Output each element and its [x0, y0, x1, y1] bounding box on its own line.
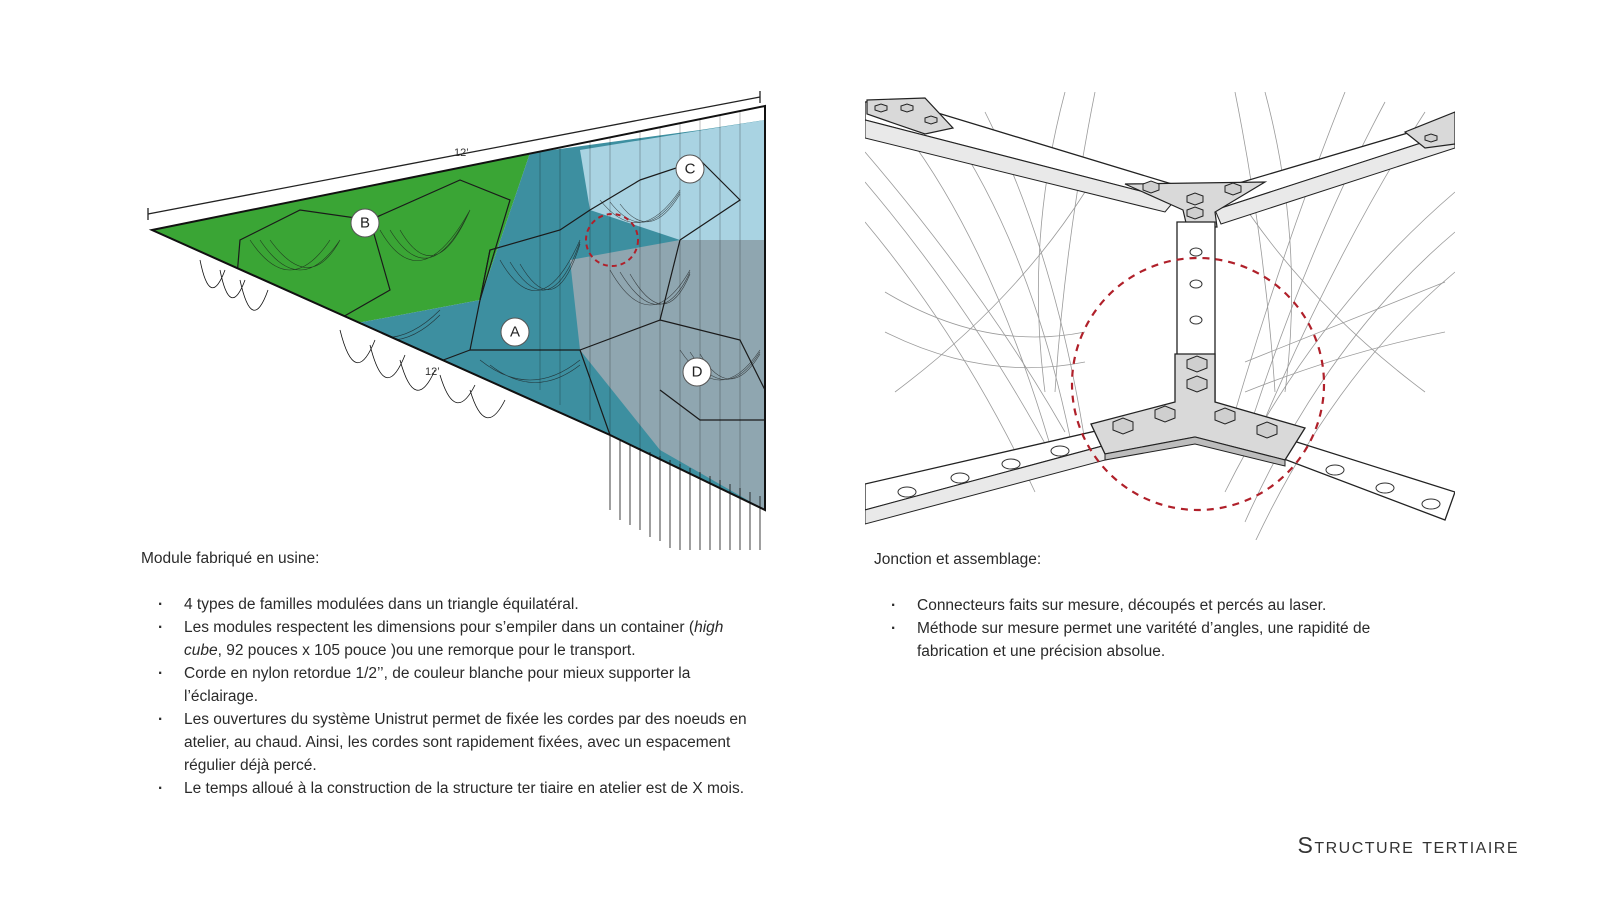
junction-highlight-circle: [1070, 256, 1326, 512]
gray-family-region: [570, 240, 765, 510]
hanging-rope-loops: [199, 259, 761, 550]
tag-a: A: [500, 317, 530, 347]
module-lower-edge: [151, 229, 611, 436]
left-caption: Module fabriqué en usine: 4 types de fam…: [141, 547, 761, 800]
detail-highlight-circle: [585, 213, 639, 267]
list-item: Corde en nylon retordue 1/2’’, de couleu…: [141, 662, 761, 708]
list-item: 4 types de familles modulées dans un tri…: [141, 593, 761, 616]
list-item: Connecteurs faits sur mesure, découpés e…: [874, 594, 1434, 617]
right-caption: Jonction et assemblage: Connecteurs fait…: [874, 548, 1434, 663]
junction-detail-illustration: [865, 92, 1455, 540]
background-rope-curves: [865, 92, 1455, 540]
bullet-text-open: (: [688, 619, 695, 636]
tag-c: C: [675, 154, 705, 184]
tag-b: B: [350, 208, 380, 238]
connector-bolts: [874, 103, 1438, 439]
top-dimension-line: [147, 91, 761, 220]
tag-d: D: [682, 357, 712, 387]
section-title: Structure tertiaire: [1297, 832, 1519, 858]
left-caption-heading: Module fabriqué en usine:: [141, 550, 320, 567]
right-caption-heading: Jonction et assemblage:: [874, 551, 1042, 568]
bullet-text-rest: , 92 pouces x 105 pouce )ou une remorque…: [217, 642, 636, 659]
top-right-plate: [1403, 111, 1455, 149]
list-item: Méthode sur mesure permet une varitété d…: [874, 617, 1434, 663]
list-item: Les modules respectent les dimensions po…: [141, 616, 761, 662]
svg-text:D: D: [692, 364, 703, 381]
list-item: Les ouvertures du système Unistrut perme…: [141, 708, 761, 777]
right-caption-list: Connecteurs faits sur mesure, découpés e…: [874, 594, 1434, 663]
svg-text:B: B: [360, 215, 370, 232]
svg-text:C: C: [685, 161, 696, 178]
left-caption-list: 4 types de familles modulées dans un tri…: [141, 593, 761, 800]
svg-text:A: A: [510, 324, 520, 341]
vertical-rope-lines: [539, 110, 741, 500]
triangular-module-illustration: 12’: [147, 91, 766, 550]
top-left-plate: [866, 97, 955, 135]
bullet-text: Les modules respectent les dimensions po…: [184, 619, 685, 636]
side-dimension-label: 12’: [425, 366, 440, 378]
top-dimension-label: 12’: [454, 147, 469, 159]
light-blue-family-region: [580, 120, 765, 240]
list-item: Le temps alloué à la construction de la …: [141, 777, 761, 800]
bottom-y-connector-plate: [1090, 353, 1307, 467]
bullet-text-italic: high cube: [184, 619, 724, 659]
